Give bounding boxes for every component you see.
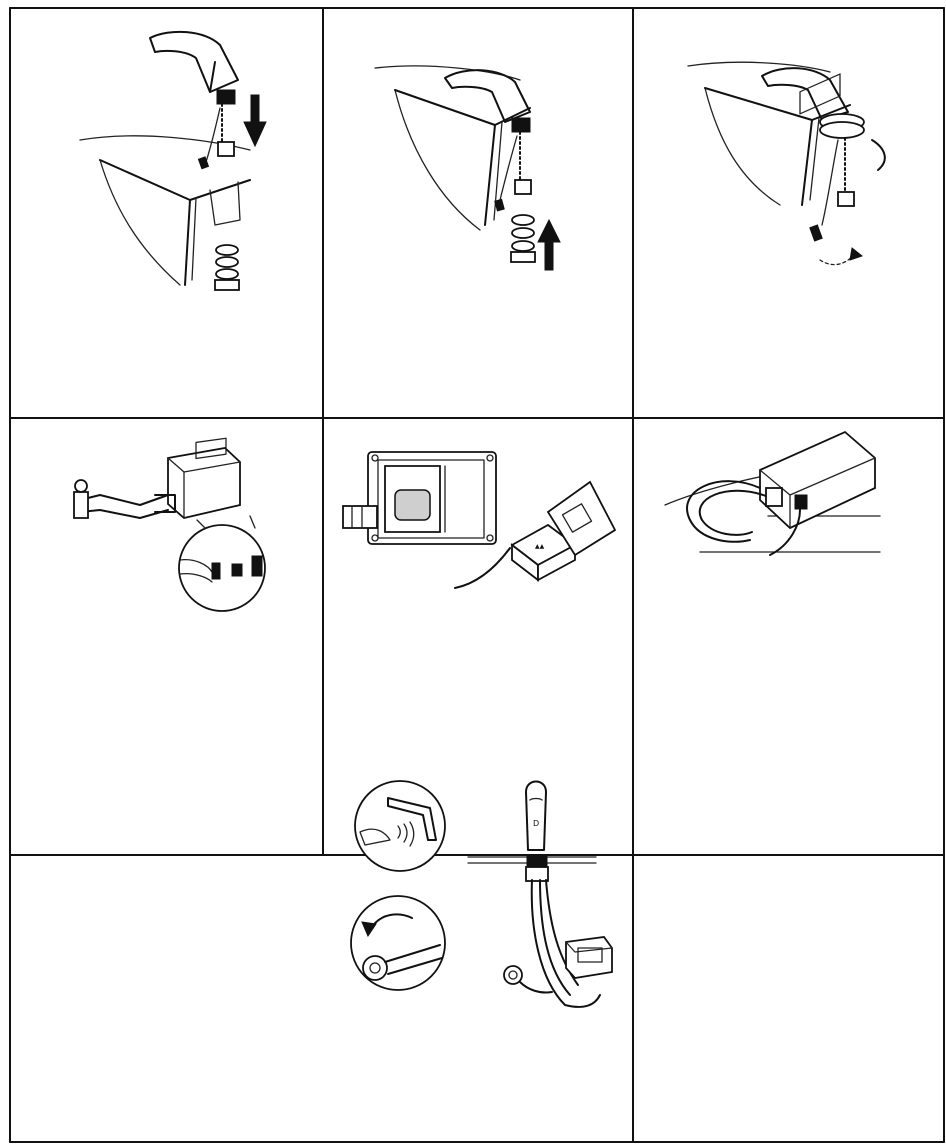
step-7-sensor-test-and-valve-open-icon: D: [350, 780, 613, 1008]
step-2-washer-nut-up-icon: [374, 65, 561, 271]
step-5-open-battery-box-icon: ▲▲: [342, 451, 617, 589]
step-6-mount-control-box-icon: [664, 73, 881, 556]
grid-lines: [9, 7, 945, 1143]
svg-text:D: D: [533, 819, 539, 828]
svg-text:▲▲: ▲▲: [535, 543, 545, 550]
step-4-control-box-hose-connect-icon: [73, 437, 266, 612]
step-3-tighten-nut-icon: [687, 61, 886, 266]
step-1-faucet-insert-down-icon: [79, 30, 267, 291]
